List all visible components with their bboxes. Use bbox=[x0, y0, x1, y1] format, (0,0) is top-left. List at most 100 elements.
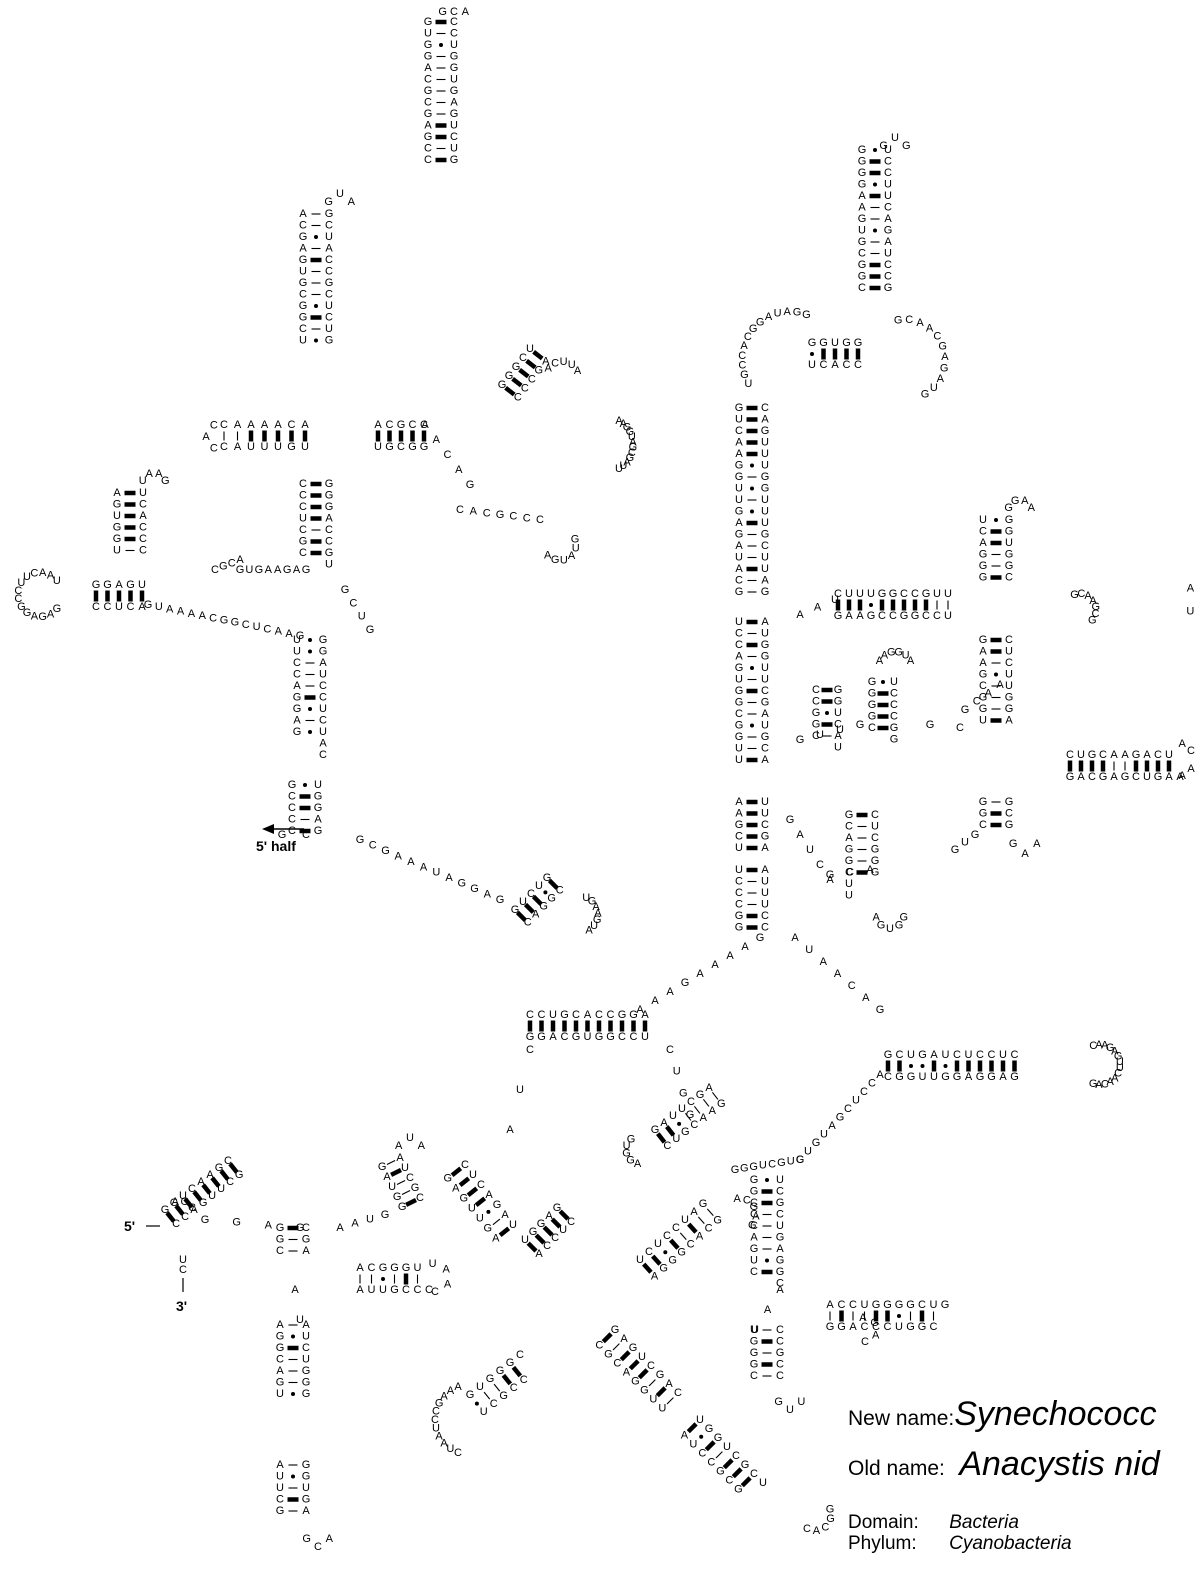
helix-nucleotide: C bbox=[299, 220, 307, 232]
helix-nucleotide: C bbox=[761, 743, 769, 755]
helix-nucleotide: G bbox=[834, 684, 843, 696]
helix-nucleotide: G bbox=[868, 711, 877, 723]
strand-nucleotide: U bbox=[179, 1254, 187, 1266]
loop-nucleotide: A bbox=[1033, 838, 1041, 850]
strand-nucleotide: A bbox=[826, 874, 834, 886]
helix-nucleotide: U bbox=[319, 726, 327, 738]
helix-nucleotide: A bbox=[884, 236, 892, 248]
strand-nucleotide: U bbox=[358, 611, 366, 623]
helix-nucleotide: G bbox=[1121, 771, 1130, 783]
helix-nucleotide: U bbox=[325, 559, 333, 571]
helix-nucleotide: G bbox=[826, 1321, 835, 1333]
loop-nucleotide: G bbox=[626, 1154, 635, 1166]
helix-nucleotide: G bbox=[325, 335, 334, 347]
helix-nucleotide: U bbox=[845, 878, 853, 890]
helix-nucleotide: C bbox=[735, 887, 743, 899]
helix-nucleotide: U bbox=[669, 1110, 677, 1122]
strand-nucleotide: C bbox=[844, 1103, 852, 1115]
helix-nucleotide: U bbox=[1005, 537, 1013, 549]
helix-nucleotide: A bbox=[234, 419, 242, 431]
helix-nucleotide: U bbox=[735, 674, 743, 686]
helix-nucleotide: C bbox=[450, 16, 458, 28]
helix-nucleotide: G bbox=[808, 337, 817, 349]
helix-nucleotide: G bbox=[761, 831, 770, 843]
helix-nucleotide: A bbox=[696, 1230, 704, 1242]
helix-nucleotide: U bbox=[424, 28, 432, 40]
base-pair-noncanonical bbox=[492, 1218, 501, 1226]
helix-nucleotide: U bbox=[907, 1049, 915, 1061]
loop-nucleotide: C bbox=[861, 1336, 869, 1348]
helix-nucleotide: U bbox=[379, 1284, 387, 1296]
loop-nucleotide: G bbox=[1114, 1050, 1123, 1062]
helix-nucleotide: C bbox=[276, 1245, 284, 1257]
helix-nucleotide: G bbox=[293, 692, 302, 704]
strand-nucleotide: A bbox=[293, 564, 301, 576]
strand-nucleotide: U bbox=[787, 1155, 795, 1167]
helix-nucleotide: U bbox=[884, 248, 892, 260]
helix-nucleotide: U bbox=[919, 1071, 927, 1083]
loop-nucleotide: U bbox=[582, 892, 590, 904]
helix-nucleotide: C bbox=[861, 1321, 869, 1333]
helix-nucleotide: A bbox=[325, 513, 333, 525]
strand-nucleotide: G bbox=[681, 977, 690, 989]
helix-nucleotide: G bbox=[906, 1321, 915, 1333]
base-pair-watson-crick bbox=[547, 878, 559, 890]
strand-nucleotide: C bbox=[211, 564, 219, 576]
helix-nucleotide: A bbox=[584, 1009, 592, 1021]
loop-nucleotide: C bbox=[450, 6, 458, 18]
loop-nucleotide: G bbox=[626, 426, 635, 438]
helix-nucleotide: A bbox=[735, 437, 743, 449]
helix-nucleotide: C bbox=[979, 680, 987, 692]
loop-nucleotide: U bbox=[23, 571, 31, 583]
helix-nucleotide: A bbox=[302, 1505, 310, 1517]
helix-nucleotide: C bbox=[750, 1266, 758, 1278]
helix-nucleotide: A bbox=[299, 243, 307, 255]
helix-nucleotide: G bbox=[681, 1126, 690, 1138]
helix-nucleotide: A bbox=[858, 190, 866, 202]
helix-nucleotide: C bbox=[288, 802, 296, 814]
helix-nucleotide: U bbox=[735, 494, 743, 506]
phylum-value: Cyanobacteria bbox=[949, 1533, 1072, 1554]
base-pair-gu bbox=[750, 723, 754, 728]
helix-nucleotide: C bbox=[776, 1370, 784, 1382]
arrow-left-icon bbox=[262, 824, 304, 834]
helix-nucleotide: G bbox=[906, 1299, 915, 1311]
helix-nucleotide: C bbox=[543, 1240, 551, 1252]
helix-nucleotide: G bbox=[450, 85, 459, 97]
helix-nucleotide: G bbox=[424, 131, 433, 143]
new-name-row: New name:Synechococc bbox=[848, 1395, 1156, 1434]
strand-nucleotide: U bbox=[296, 1314, 304, 1326]
helix-nucleotide: G bbox=[699, 1198, 708, 1210]
helix-nucleotide: C bbox=[872, 1321, 880, 1333]
base-pair-noncanonical bbox=[684, 1112, 692, 1121]
helix-nucleotide: C bbox=[172, 1218, 180, 1230]
strand-nucleotide: A bbox=[876, 1069, 884, 1081]
strand-nucleotide: G bbox=[826, 869, 835, 881]
loop-nucleotide: U bbox=[628, 431, 636, 443]
strand-nucleotide: U bbox=[673, 1066, 681, 1078]
helix-nucleotide: U bbox=[761, 808, 769, 820]
base-pair-gu bbox=[994, 672, 998, 677]
helix-nucleotide: U bbox=[401, 1162, 409, 1174]
strand-nucleotide: C bbox=[302, 829, 310, 841]
loop-nucleotide: G bbox=[161, 475, 170, 487]
loop-nucleotide: G bbox=[1011, 495, 1020, 507]
strand-nucleotide: G bbox=[283, 564, 292, 576]
loop-nucleotide: A bbox=[544, 549, 552, 561]
loop-nucleotide: G bbox=[1088, 614, 1097, 626]
helix-nucleotide: G bbox=[325, 547, 334, 559]
strand-nucleotide: A bbox=[236, 554, 244, 566]
loop-nucleotide: C bbox=[432, 1406, 440, 1418]
helix-nucleotide: A bbox=[1165, 771, 1173, 783]
strand-nucleotide: G bbox=[971, 829, 980, 841]
strand-nucleotide: A bbox=[395, 850, 403, 862]
helix-nucleotide: A bbox=[735, 563, 743, 575]
helix-nucleotide: G bbox=[735, 471, 744, 483]
helix-nucleotide: C bbox=[188, 1183, 196, 1195]
helix-nucleotide: A bbox=[1110, 771, 1118, 783]
helix-nucleotide: G bbox=[918, 1321, 927, 1333]
helix-nucleotide: C bbox=[595, 1009, 603, 1021]
strand-nucleotide: U bbox=[751, 1324, 759, 1336]
strand-nucleotide: C bbox=[242, 619, 250, 631]
helix-nucleotide: A bbox=[374, 419, 382, 431]
